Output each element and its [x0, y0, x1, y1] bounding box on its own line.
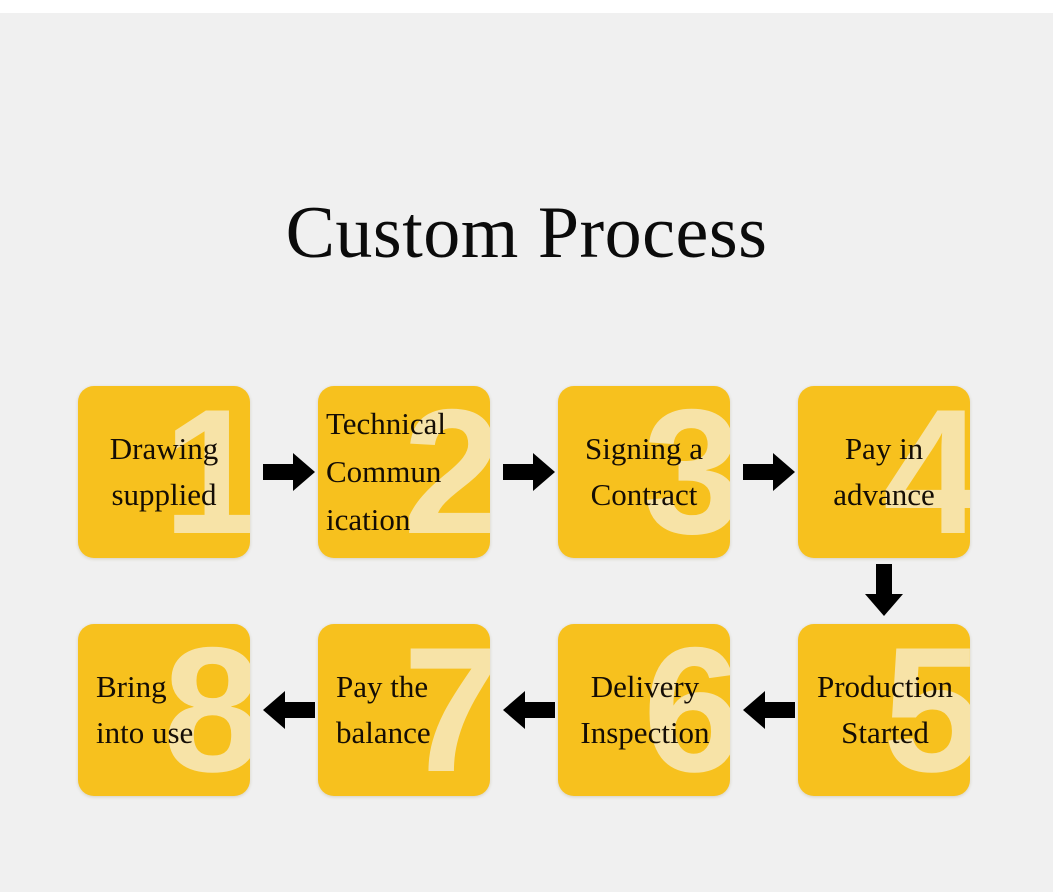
flow-step-5-production-started[interactable]: 5 Production Started: [798, 624, 970, 796]
flow-step-6-delivery-inspection[interactable]: 6 Delivery Inspection: [558, 624, 730, 796]
page-title: Custom Process: [285, 192, 768, 274]
flow-step-8-label: Bring into use: [96, 669, 194, 750]
flow-step-2-label: Technical Commun ication: [326, 406, 447, 537]
flow-step-7-pay-the-balance[interactable]: 7 Pay the balance: [318, 624, 490, 796]
arrow-step2-to-step3: [503, 453, 555, 491]
flow-step-8-bring-into-use[interactable]: 8 Bring into use: [78, 624, 250, 796]
arrow-step1-to-step2: [263, 453, 315, 491]
flow-step-6-label: Delivery Inspection: [580, 669, 710, 750]
arrow-step4-to-step5: [865, 564, 903, 616]
flow-step-7-label: Pay the balance: [336, 669, 431, 750]
flow-step-3-label: Signing a Contract: [585, 431, 703, 512]
flow-step-5-label: Production Started: [816, 669, 954, 750]
arrow-step6-to-step7: [503, 691, 555, 729]
flow-step-4-pay-in-advance[interactable]: 4 Pay in advance: [798, 386, 970, 558]
flow-step-4-label: Pay in advance: [833, 431, 935, 512]
flow-step-2-technical-communication[interactable]: 2 Technical Commun ication: [318, 386, 490, 558]
slide-canvas: Custom Process 1 Drawing supplied 2 Tech…: [0, 13, 1053, 892]
arrow-step5-to-step6: [743, 691, 795, 729]
flow-step-1-drawing-supplied[interactable]: 1 Drawing supplied: [78, 386, 250, 558]
arrow-step7-to-step8: [263, 691, 315, 729]
flow-step-1-label: Drawing supplied: [109, 431, 219, 512]
flow-step-3-signing-a-contract[interactable]: 3 Signing a Contract: [558, 386, 730, 558]
arrow-step3-to-step4: [743, 453, 795, 491]
